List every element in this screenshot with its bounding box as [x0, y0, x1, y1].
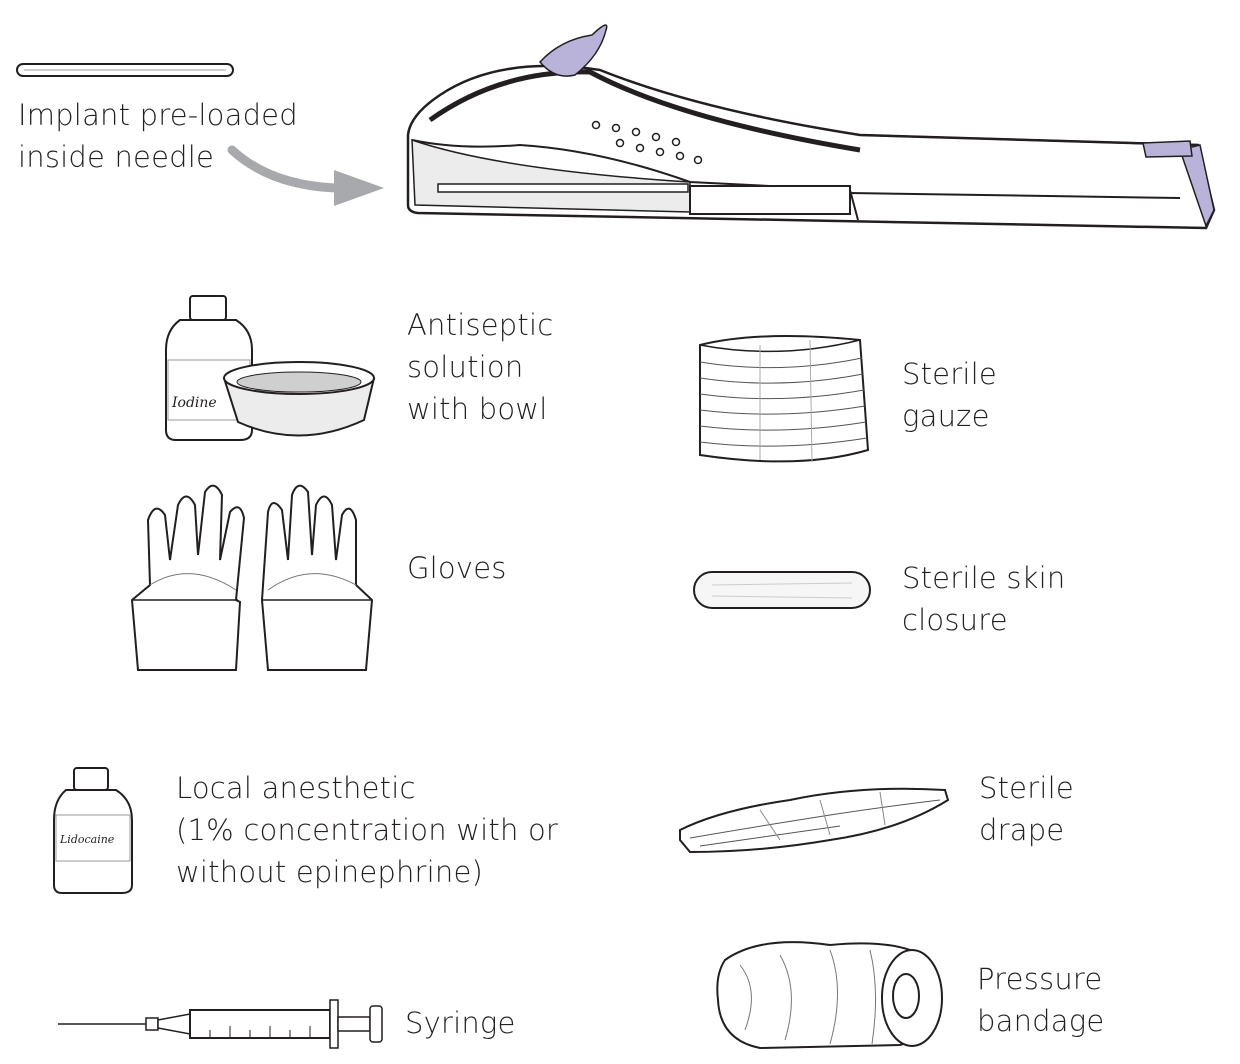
label-line: Sterile skin	[902, 561, 1066, 595]
label-line: with bowl	[407, 392, 548, 426]
drape-label: Sterile drape	[979, 767, 1074, 851]
drape-icon	[679, 787, 950, 854]
syringe-label: Syringe	[405, 1002, 516, 1044]
gloves-icon	[130, 484, 374, 671]
label-line: closure	[902, 603, 1008, 637]
curved-arrow-icon	[227, 145, 384, 206]
skin-closure-label: Sterile skin closure	[902, 557, 1065, 641]
antiseptic-label: Antiseptic solution with bowl	[407, 304, 553, 430]
lidocaine-bottle-label: Lidocaine	[59, 833, 115, 846]
iodine-bottle-label: Iodine	[171, 395, 217, 411]
label-line: Sterile	[902, 357, 997, 391]
antiseptic-bottle-bowl-icon: Iodine	[165, 295, 376, 441]
label-line: Sterile	[979, 771, 1074, 805]
label-line: Antiseptic	[407, 308, 554, 342]
label-line: Implant pre-loaded	[18, 98, 298, 132]
label-line: Syringe	[405, 1006, 516, 1040]
implant-label: Implant pre-loaded inside needle	[18, 94, 298, 178]
label-line: solution	[407, 350, 524, 384]
bandage-icon	[716, 941, 943, 1050]
label-line: Pressure	[977, 962, 1103, 996]
label-line: (1% concentration with or	[176, 813, 559, 847]
label-line: without epinephrine)	[176, 855, 484, 889]
gloves-label: Gloves	[407, 547, 507, 589]
skin-closure-icon	[693, 571, 871, 609]
label-line: Gloves	[407, 551, 507, 585]
syringe-icon	[58, 999, 383, 1049]
anesthetic-bottle-icon: Lidocaine	[53, 767, 133, 894]
bandage-label: Pressure bandage	[977, 958, 1104, 1042]
label-line: inside needle	[18, 140, 215, 174]
applicator-icon	[406, 24, 1216, 230]
label-line: gauze	[902, 399, 990, 433]
gauze-label: Sterile gauze	[902, 353, 997, 437]
label-line: drape	[979, 813, 1065, 847]
anesthetic-label: Local anesthetic (1% concentration with …	[176, 767, 558, 893]
implant-rod-icon	[16, 63, 234, 77]
label-line: bandage	[977, 1004, 1105, 1038]
gauze-icon	[699, 335, 870, 463]
label-line: Local anesthetic	[176, 771, 416, 805]
